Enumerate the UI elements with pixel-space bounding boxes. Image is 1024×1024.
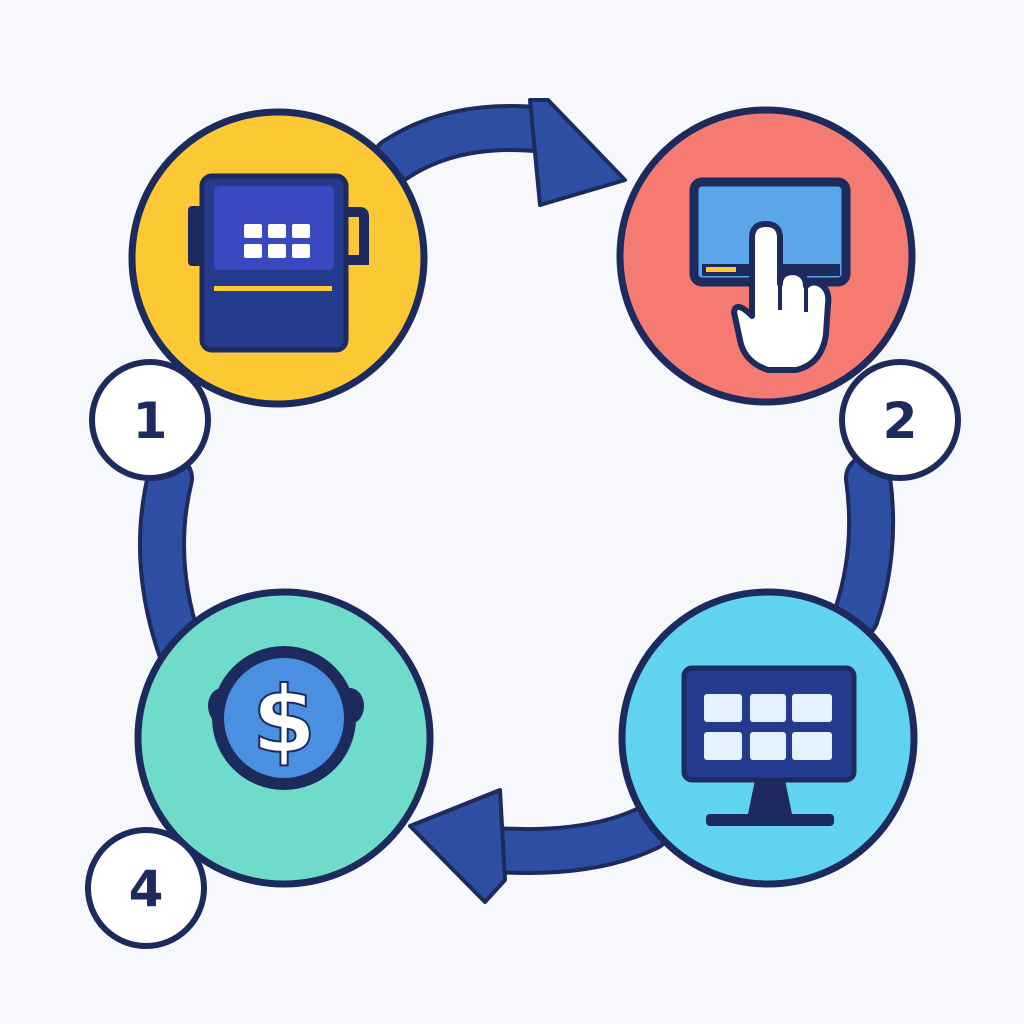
step-2-node [616, 106, 916, 406]
arrow-1-to-2 [371, 98, 627, 207]
badge-step-1: 1 [89, 359, 211, 481]
step-4-node: $ [134, 588, 434, 888]
badge-step-4: 4 [85, 827, 207, 949]
arrow-3-to-4 [408, 788, 672, 904]
step-1-node [128, 108, 428, 408]
badge-step-2: 2 [839, 359, 961, 481]
slot-machine-icon [188, 173, 369, 353]
connector-2-to-3 [832, 454, 896, 640]
connector-4-to-1 [138, 454, 204, 672]
monitor-grid-icon [681, 665, 857, 826]
svg-text:$: $ [252, 667, 316, 774]
touchscreen-tap-icon [689, 177, 851, 373]
badge-number-2: 2 [883, 392, 918, 450]
step-3-node [618, 588, 918, 888]
badge-number-4: 4 [129, 860, 164, 918]
dollar-coin-icon: $ [208, 646, 364, 790]
badge-number-1: 1 [133, 392, 168, 450]
